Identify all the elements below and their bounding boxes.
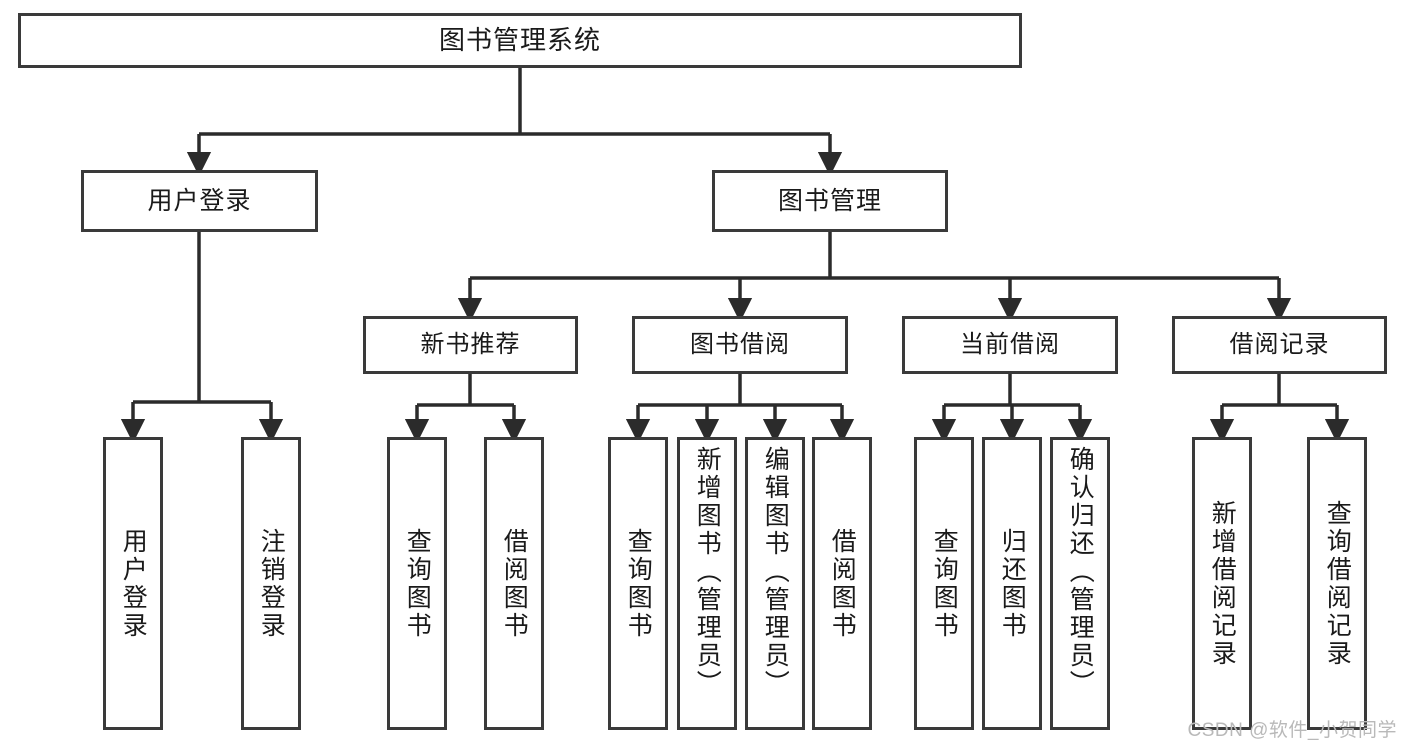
node-label: 查询借阅记录 — [1323, 499, 1352, 668]
node-user-login[interactable]: 用户登录 — [81, 170, 318, 232]
node-label: 查询图书 — [930, 527, 959, 640]
leaf-current-query-book[interactable]: 查询图书 — [914, 437, 974, 730]
leaf-user-logout[interactable]: 注销登录 — [241, 437, 301, 730]
node-label: 当前借阅 — [960, 331, 1060, 359]
node-label: 新增借阅记录 — [1208, 499, 1237, 668]
node-label: 图书管理 — [777, 186, 882, 215]
node-book-borrow[interactable]: 图书借阅 — [632, 316, 848, 374]
node-current-borrow[interactable]: 当前借阅 — [902, 316, 1118, 374]
leaf-borrow-borrow-book[interactable]: 借阅图书 — [812, 437, 872, 730]
node-label: 注销登录 — [257, 527, 286, 640]
node-label: 查询图书 — [403, 527, 432, 640]
leaf-record-add-record[interactable]: 新增借阅记录 — [1192, 437, 1252, 730]
leaf-current-return-book[interactable]: 归还图书 — [982, 437, 1042, 730]
leaf-record-query-record[interactable]: 查询借阅记录 — [1307, 437, 1367, 730]
leaf-user-login[interactable]: 用户登录 — [103, 437, 163, 730]
node-new-book-recommend[interactable]: 新书推荐 — [363, 316, 578, 374]
leaf-current-confirm-return-admin[interactable]: 确认归还（管理员） — [1050, 437, 1110, 730]
node-label: 编辑图书（管理员） — [761, 446, 790, 698]
node-label: 借阅记录 — [1229, 331, 1330, 359]
node-label: 借阅图书 — [828, 527, 857, 640]
leaf-recommend-borrow-book[interactable]: 借阅图书 — [484, 437, 544, 730]
leaf-recommend-query-book[interactable]: 查询图书 — [387, 437, 447, 730]
node-label: 借阅图书 — [500, 527, 529, 640]
watermark-text: CSDN @软件_小贺同学 — [1187, 720, 1397, 741]
leaf-borrow-add-book-admin[interactable]: 新增图书（管理员） — [677, 437, 737, 730]
node-label: 图书借阅 — [690, 331, 790, 359]
leaf-borrow-edit-book-admin[interactable]: 编辑图书（管理员） — [745, 437, 805, 730]
node-label: 归还图书 — [998, 527, 1027, 640]
node-label: 用户登录 — [147, 186, 252, 215]
node-label: 新书推荐 — [420, 331, 521, 359]
node-label: 用户登录 — [119, 527, 148, 640]
node-book-management[interactable]: 图书管理 — [712, 170, 948, 232]
node-label: 图书管理系统 — [438, 24, 601, 55]
node-borrow-record[interactable]: 借阅记录 — [1172, 316, 1387, 374]
node-label: 确认归还（管理员） — [1066, 446, 1095, 698]
node-label: 查询图书 — [624, 527, 653, 640]
node-label: 新增图书（管理员） — [693, 446, 722, 698]
node-root-system[interactable]: 图书管理系统 — [18, 13, 1022, 68]
leaf-borrow-query-book[interactable]: 查询图书 — [608, 437, 668, 730]
